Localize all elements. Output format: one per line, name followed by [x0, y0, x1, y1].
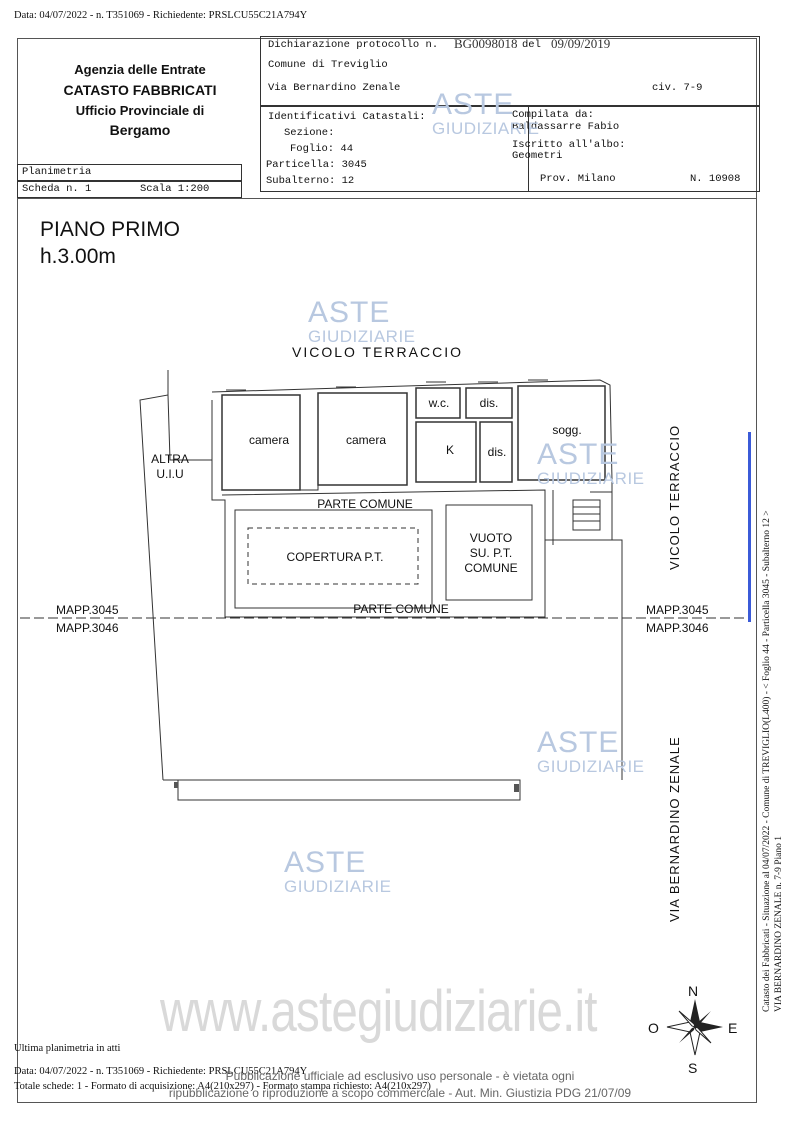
divider [528, 106, 529, 192]
compass-rose-icon [666, 999, 723, 1056]
footer-total-info: Totale schede: 1 - Formato di acquisizio… [14, 1081, 431, 1092]
subalterno: Subalterno: 12 [266, 175, 355, 187]
particella: Particella: 3045 [266, 159, 367, 171]
mapp-right-3046: MAPP.3046 [646, 621, 709, 635]
publication-notice-1: Pubblicazione ufficiale ad esclusivo uso… [225, 1069, 575, 1083]
room-sogg: sogg. [552, 423, 582, 437]
watermark-aste: ASTE [308, 296, 391, 329]
compilata-label: Compilata da: [512, 109, 594, 121]
mapp-right-3045: MAPP.3045 [646, 603, 709, 617]
ufficio-label: Ufficio Provinciale di [75, 103, 205, 118]
catasto-title: CATASTO FABBRICATI [63, 82, 217, 98]
watermark-aste: ASTE [432, 88, 515, 121]
watermark-giudiziarie: GIUDIZIARIE [537, 757, 645, 776]
compilata-name: Baldassarre Fabio [512, 121, 620, 133]
watermark-aste: ASTE [537, 438, 620, 471]
side-marker [748, 432, 751, 622]
watermark-aste: ASTE [284, 846, 367, 879]
sezione: Sezione: [284, 127, 335, 139]
vuoto-label: VUOTO SU. P.T. COMUNE [464, 531, 518, 575]
watermark-giudiziarie: GIUDIZIARIE [432, 119, 540, 138]
planimetria-label: Planimetria [22, 166, 92, 178]
parte-comune-top: PARTE COMUNE [317, 497, 413, 511]
planimetria-box [17, 164, 242, 181]
side-address-text: VIA BERNARDINO ZENALE n. 7-9 Piano 1 [774, 835, 784, 1012]
ident-title: Identificativi Catastali: [268, 111, 426, 123]
parte-comune-bottom: PARTE COMUNE [353, 602, 449, 616]
watermark-website: www.astegiudiziarie.it [160, 979, 597, 1044]
side-situation-text: Catasto dei Fabbricati - Situazione al 0… [762, 510, 772, 1012]
floor-height: h.3.00m [40, 245, 116, 268]
watermark-giudiziarie: GIUDIZIARIE [308, 327, 416, 346]
watermark-giudiziarie: GIUDIZIARIE [537, 469, 645, 488]
iscritto-value: Geometri [512, 150, 563, 162]
room-wc: w.c. [428, 396, 450, 410]
scheda-box [17, 181, 242, 198]
other-unit-label: ALTRA U.I.U [151, 452, 189, 481]
mapp-left-3046: MAPP.3046 [56, 621, 119, 635]
scale-label: Scala 1:200 [140, 183, 210, 195]
room-dis-1: dis. [479, 396, 499, 410]
room-camera-1: camera [248, 433, 289, 447]
watermark-giudiziarie: GIUDIZIARIE [284, 877, 392, 896]
street-label-top: VICOLO TERRACCIO [292, 344, 463, 360]
del-label: del [522, 39, 541, 51]
publication-notice-2: ripubblicazione o riproduzione a scopo c… [168, 1086, 632, 1100]
registration-number: N. 10908 [690, 173, 741, 185]
request-info: Data: 04/07/2022 - n. T351069 - Richiede… [14, 10, 308, 21]
foglio: Foglio: 44 [290, 143, 354, 155]
floor-title: PIANO PRIMO [40, 218, 181, 241]
compass-east: E [728, 1020, 738, 1036]
street-label-bottom-right: VIA BERNARDINO ZENALE [667, 736, 682, 922]
watermark-aste: ASTE [537, 726, 620, 759]
room-kitchen: K [445, 443, 454, 457]
agency-name: Agenzia delle Entrate [74, 62, 206, 77]
compass-north: N [688, 983, 699, 999]
iscritto-label: Iscritto all'albo: [512, 139, 626, 151]
dichiarazione-label: Dichiarazione protocollo n. [268, 39, 439, 51]
comune: Comune di Treviglio [268, 59, 388, 71]
declaration-box [260, 36, 760, 106]
address: Via Bernardino Zenale [268, 82, 401, 94]
protocol-number: BG0098018 [454, 36, 518, 51]
compass-west: O [648, 1020, 659, 1036]
ultima-planimetria: Ultima planimetria in atti [14, 1043, 121, 1054]
footer-request-info: Data: 04/07/2022 - n. T351069 - Richiede… [14, 1066, 308, 1077]
scheda-label: Scheda n. 1 [22, 183, 92, 195]
room-dis-2: dis. [487, 445, 507, 459]
drawing-frame [17, 198, 757, 1103]
office-city: Bergamo [109, 122, 171, 138]
street-label-right: VICOLO TERRACCIO [667, 424, 682, 570]
province: Prov. Milano [540, 173, 616, 185]
identifiers-box [260, 106, 760, 192]
civic-number: civ. 7-9 [652, 82, 703, 94]
mapp-left-3045: MAPP.3045 [56, 603, 119, 617]
compass-south: S [688, 1060, 698, 1076]
declaration-date: 09/09/2019 [551, 36, 611, 51]
copertura-label: COPERTURA P.T. [286, 550, 384, 564]
room-camera-2: camera [345, 433, 386, 447]
